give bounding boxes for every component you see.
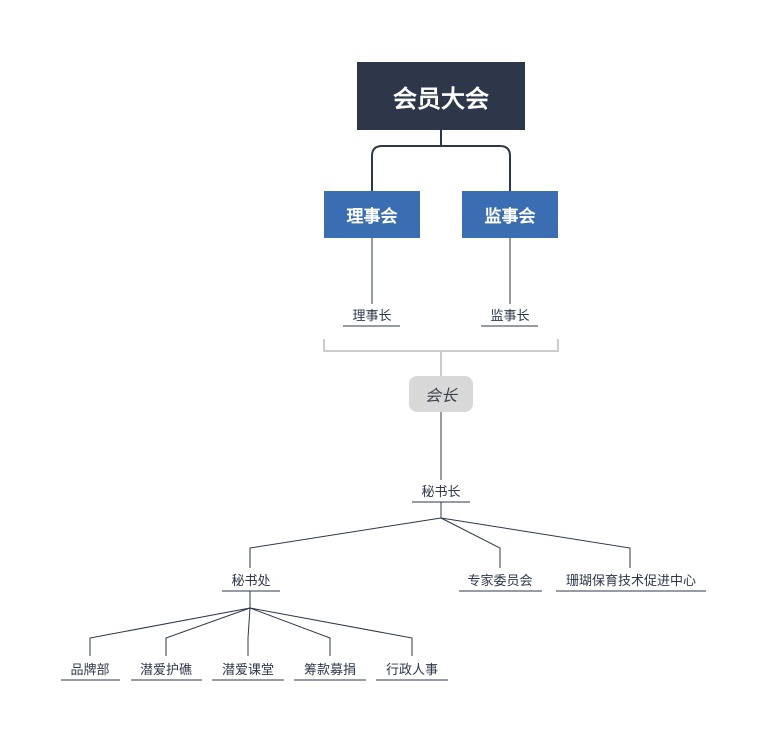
node-general-assembly: 会员大会 <box>357 62 525 130</box>
connector-dept-2 <box>165 607 251 656</box>
node-president: 会长 <box>409 376 473 412</box>
node-secretary-general: 秘书长 <box>421 485 461 500</box>
node-secretariat: 秘书处 <box>231 574 271 589</box>
node-department: 品牌部 <box>70 663 110 678</box>
node-coral-center: 珊瑚保育技术促进中心 <box>565 574 697 589</box>
node-council-head: 理事长 <box>352 309 392 324</box>
node-supervisors: 监事会 <box>462 191 558 238</box>
node-department: 筹款募捐 <box>303 663 357 678</box>
connector-dept-4 <box>249 607 331 656</box>
connector-dept-1 <box>89 607 251 656</box>
connector-root-council <box>371 130 442 191</box>
node-supervisors-head: 监事长 <box>490 309 530 324</box>
connector-dept-3 <box>247 607 251 656</box>
node-department: 潜爱护礁 <box>139 663 193 678</box>
connector-expert-committee <box>440 517 501 568</box>
bracket-connector <box>323 339 559 352</box>
connector-root-supervisors <box>441 145 511 191</box>
connector-secretariat <box>249 517 442 568</box>
node-department: 行政人事 <box>385 663 439 678</box>
connector-dept-5 <box>249 607 413 656</box>
connector-coral-center <box>440 517 631 568</box>
node-department: 潜爱课堂 <box>221 663 275 678</box>
node-council: 理事会 <box>324 191 420 238</box>
node-expert-committee: 专家委员会 <box>467 574 533 589</box>
